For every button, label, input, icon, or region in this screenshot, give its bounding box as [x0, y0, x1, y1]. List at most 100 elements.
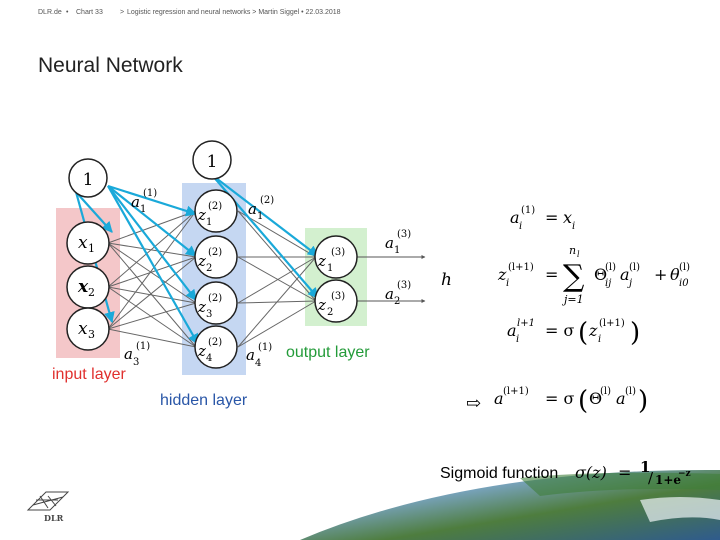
activation-label-sup: (3) [397, 280, 411, 291]
input-nodes [66, 221, 110, 351]
formula-plus: + [654, 265, 667, 284]
input-node [66, 307, 110, 351]
formula-sub: j [627, 278, 632, 289]
hidden-label: z [197, 206, 206, 224]
activation-label: a [385, 285, 394, 303]
hidden-node [194, 189, 238, 233]
hidden-label-sup: (2) [208, 337, 222, 348]
activation-label-sup: (1) [136, 341, 150, 352]
formula-eq: = σ [545, 389, 574, 408]
logo-text: DLR [44, 513, 64, 523]
formula-sup: (l) [679, 262, 690, 273]
header-brand: DLR.de [38, 9, 62, 16]
implies-arrow-icon: ⇨ [466, 393, 481, 414]
formula-paren: ) [638, 386, 648, 416]
formula-text: x [563, 208, 572, 227]
formula-sup: (l+1) [508, 262, 534, 273]
output-node [314, 279, 358, 323]
activation-label-sub: 3 [133, 357, 139, 368]
hidden-label-sub: 2 [206, 263, 212, 274]
header-separator: • [66, 9, 69, 16]
page-title: Neural Network [38, 54, 183, 77]
formula-text: Θ [594, 265, 607, 284]
formula-sum-bottom: j=1 [561, 293, 584, 306]
output-label: z [317, 296, 326, 314]
formula-sub: ij [605, 278, 611, 289]
formula-sup: l+1 [517, 318, 535, 329]
earth-land [520, 472, 720, 496]
sigmoid-eq: = [618, 463, 631, 482]
hidden-label: z [197, 342, 206, 360]
activation-label-sup: (3) [397, 229, 411, 240]
formula-weighted-sum: z i (l+1) = ∑ n l j=1 Θ ij (l) a j (l) +… [497, 244, 690, 306]
activation-label-sub: 1 [140, 204, 146, 215]
hidden-label-sub: 4 [206, 353, 212, 364]
activation-label: a [385, 234, 394, 252]
formula-paren: ( [578, 318, 588, 348]
output-label-sub: 2 [327, 307, 333, 318]
activation-label-sup: (1) [143, 188, 157, 199]
hidden-layer-label: hidden layer [160, 392, 248, 409]
hidden-nodes [194, 189, 238, 369]
formula-sup: (1) [521, 205, 535, 216]
formula-eq: = [545, 265, 558, 284]
fraction-slash: / [648, 469, 654, 487]
activation-label-sub: 1 [394, 245, 400, 256]
dlr-logo: DLR [26, 491, 70, 523]
hidden-label-sub: 3 [206, 309, 212, 320]
formula-text: Θ [589, 389, 602, 408]
formula-text: a [620, 265, 630, 284]
formula-activation: a i l+1 = σ ( z i (l+1) ) [507, 318, 640, 348]
sigmoid-numerator: 1 [640, 458, 650, 476]
hidden-node [194, 281, 238, 325]
sigmoid-denominator: 1+e [655, 473, 681, 487]
formula-text: a [510, 208, 520, 227]
formula-sum-top-sub: l [577, 250, 580, 259]
header-chart-number: Chart 33 [76, 9, 103, 16]
hidden-label-sup: (2) [208, 293, 222, 304]
output-label: z [317, 252, 326, 270]
hypothesis-label: h [441, 270, 452, 290]
input-label: x [77, 277, 89, 297]
bias-node-hidden [192, 140, 232, 180]
hidden-node [194, 235, 238, 279]
output-label-sup: (3) [331, 247, 345, 258]
formula-text: z [588, 321, 598, 340]
sigmoid-sigma: σ(z) [575, 463, 607, 482]
logo-grid-icon [32, 495, 64, 509]
formula-eq: = [545, 208, 558, 227]
hidden-label-sup: (2) [208, 201, 222, 212]
bias-node-input [68, 158, 108, 198]
formula-sum: ∑ [563, 259, 585, 294]
formula-paren: ) [630, 318, 640, 348]
formula-sub: i [572, 221, 575, 232]
output-label-sub: 1 [327, 263, 333, 274]
logo-wing-icon [26, 491, 70, 511]
hidden-label-sup: (2) [208, 247, 222, 258]
input-label: x [78, 319, 88, 339]
formula-text: θ [670, 265, 680, 284]
hidden-label-sub: 1 [206, 217, 212, 228]
activation-label: a [131, 193, 140, 211]
activation-label: a [124, 345, 133, 363]
formula-text: a [616, 389, 626, 408]
hidden-node [194, 325, 238, 369]
sigmoid-label: Sigmoid function [440, 465, 558, 482]
activation-label-sub: 1 [257, 211, 263, 222]
activation-label: a [246, 346, 255, 364]
formula-sum-top: n [569, 244, 576, 257]
formula-text: a [507, 321, 517, 340]
activation-label-sub: 2 [394, 296, 400, 307]
activation-label-sub: 4 [255, 358, 261, 369]
hidden-label: z [197, 252, 206, 270]
formula-input-activation: a i (1) = x i [510, 205, 575, 232]
activation-label-sup: (1) [258, 342, 272, 353]
formula-sup: (l+1) [599, 318, 625, 329]
output-node [314, 235, 358, 279]
activation-label-sup: (2) [260, 195, 274, 206]
earth-clouds [640, 497, 720, 522]
formula-sub: i0 [679, 278, 689, 289]
sigmoid-exponent: −z [678, 469, 691, 479]
formula-sub: i [598, 334, 601, 345]
output-label-sup: (3) [331, 291, 345, 302]
